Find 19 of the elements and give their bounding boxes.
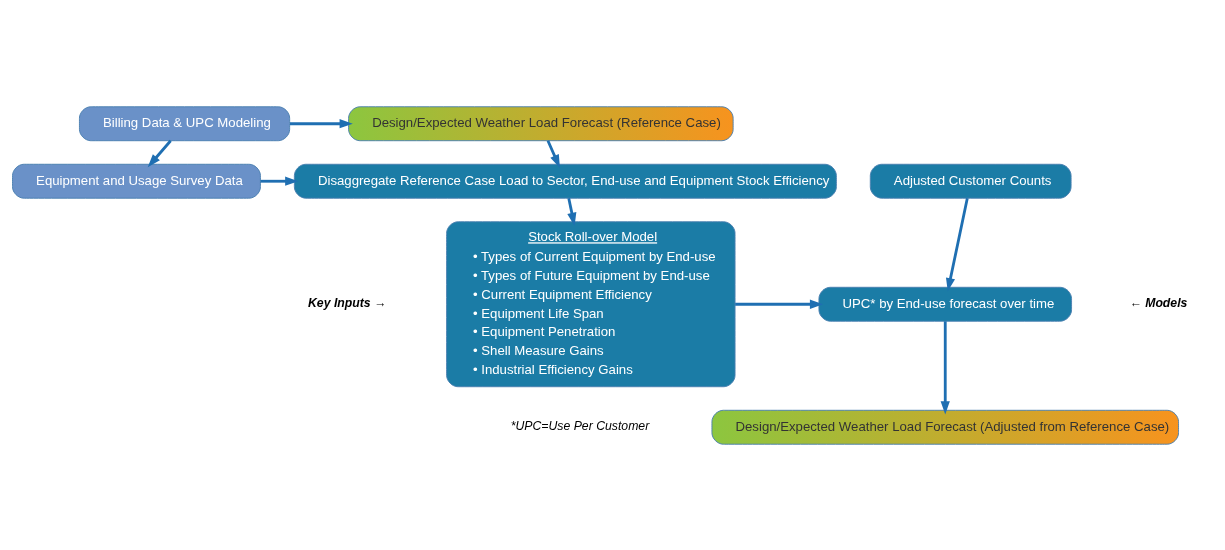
node-box: Disaggregate Reference Case Load to Sector, End-use and Equipment Stock Efficiency xyxy=(293,163,837,199)
arrow xyxy=(546,139,560,168)
arrow xyxy=(945,197,969,291)
node-box: Design/Expected Weather Load Forecast (Adjusted from Reference Case) xyxy=(711,409,1179,445)
node-box: Equipment and Usage Survey Data xyxy=(12,163,261,199)
arrow xyxy=(567,197,577,226)
node-box: Stock Roll-over Model • Types of Current Equipment by End-use • Types of Future Equipment by End-use • Current Equipment Efficiency • Equipment Life Span • Equipment Penetration • Shell Measure Gains • Industrial Efficiency Gains xyxy=(446,220,736,387)
label: Key Inputs → xyxy=(308,295,387,310)
arrow xyxy=(260,176,299,186)
arrow xyxy=(290,118,353,128)
node-box: Billing Data & UPC Modeling xyxy=(79,105,291,141)
arrow xyxy=(147,139,172,167)
node-box: Adjusted Customer Counts xyxy=(869,163,1072,199)
arrow xyxy=(735,299,824,309)
node-box: Design/Expected Weather Load Forecast (Reference Case) xyxy=(348,105,734,141)
label: ← Models xyxy=(1129,295,1188,310)
node-box: UPC* by End-use forecast over time xyxy=(818,286,1073,322)
arrow xyxy=(940,320,950,414)
label: *UPC=Use Per Customer xyxy=(510,418,650,433)
